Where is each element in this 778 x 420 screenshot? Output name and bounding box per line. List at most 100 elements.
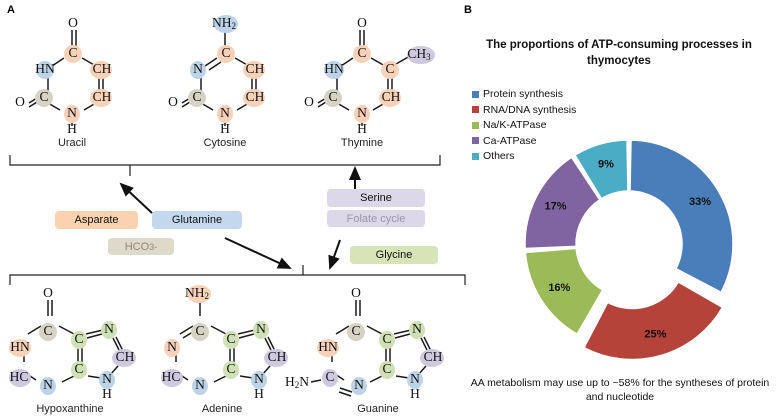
svg-text:HC: HC bbox=[162, 369, 181, 384]
svg-text:N: N bbox=[67, 105, 77, 120]
purine-bracket bbox=[9, 274, 466, 285]
molecule-label-thymine: Thymine bbox=[341, 137, 383, 149]
molecule-thymine: O C HN C C CH N H O CH3 Thymine bbox=[304, 15, 435, 149]
svg-text:N: N bbox=[102, 371, 112, 386]
legend-swatch-icon bbox=[472, 121, 479, 129]
molecule-label-hypoxanthine: Hypoxanthine bbox=[36, 403, 103, 415]
donut-slice-label: 33% bbox=[689, 196, 711, 208]
molecule-label-uracil: Uracil bbox=[58, 137, 86, 149]
svg-text:C: C bbox=[74, 331, 83, 346]
svg-text:C: C bbox=[226, 361, 235, 376]
tag-glycine: Glycine bbox=[350, 246, 438, 264]
donut-slice-protein-synthesis bbox=[629, 139, 734, 294]
panel-b-letter: B bbox=[464, 4, 472, 16]
tag-asparate: Asparate bbox=[55, 211, 138, 229]
svg-text:O: O bbox=[168, 94, 178, 109]
molecule-hypoxanthine: O C HN C C N CH N H HC N Hypoxanthine bbox=[9, 285, 136, 415]
svg-text:C: C bbox=[325, 369, 334, 384]
svg-text:N: N bbox=[412, 321, 422, 336]
svg-text:C: C bbox=[382, 331, 391, 346]
donut-slice-others bbox=[573, 139, 629, 200]
svg-text:N: N bbox=[220, 105, 230, 120]
panel-a: A O C HN bbox=[7, 4, 466, 415]
svg-text:C: C bbox=[385, 61, 394, 76]
donut-slice-label: 17% bbox=[544, 200, 566, 212]
svg-text:HN: HN bbox=[318, 339, 338, 354]
svg-text:H: H bbox=[357, 121, 367, 136]
legend-label: RNA/DNA synthesis bbox=[483, 103, 577, 116]
molecule-guanine: O C HN C C N CH N H C N H2N Guanine bbox=[285, 285, 444, 415]
legend-item: Ca-ATPase bbox=[472, 135, 576, 147]
molecule-label-adenine: Adenine bbox=[202, 403, 242, 415]
svg-text:H: H bbox=[410, 386, 420, 401]
svg-text:NH2: NH2 bbox=[212, 15, 236, 31]
svg-text:C: C bbox=[74, 361, 83, 376]
legend-label: Ca-ATPase bbox=[483, 134, 537, 147]
svg-text:C: C bbox=[382, 361, 391, 376]
legend-label: Protein synthesis bbox=[483, 88, 563, 100]
legend-item: Protein synthesis bbox=[472, 88, 576, 100]
donut-slice-label: 25% bbox=[644, 329, 666, 341]
arrow-to-pyrimidines bbox=[119, 182, 153, 214]
legend-item: Others bbox=[472, 150, 576, 162]
svg-text:N: N bbox=[410, 371, 420, 386]
svg-text:H2N: H2N bbox=[285, 374, 309, 390]
legend-swatch-icon bbox=[472, 137, 479, 144]
svg-text:CH: CH bbox=[246, 61, 265, 76]
svg-text:O: O bbox=[351, 285, 361, 300]
svg-text:C: C bbox=[226, 331, 235, 346]
svg-text:N: N bbox=[104, 321, 114, 336]
donut-slice-labels: 33%25%16%17%9% bbox=[544, 159, 711, 341]
svg-text:CH: CH bbox=[268, 349, 287, 364]
chart-legend: Protein synthesis RNA/DNA synthesis Na/K… bbox=[472, 88, 576, 166]
tag-folate: Folate cycle bbox=[327, 210, 425, 227]
svg-text:H: H bbox=[220, 121, 230, 136]
svg-text:N: N bbox=[193, 61, 203, 76]
svg-text:HC: HC bbox=[10, 369, 29, 384]
svg-text:H: H bbox=[102, 386, 112, 401]
donut-slice-ca-atpase bbox=[524, 156, 601, 250]
svg-text:N: N bbox=[167, 339, 177, 354]
svg-text:N: N bbox=[254, 371, 264, 386]
svg-text:C: C bbox=[43, 323, 52, 338]
svg-text:N: N bbox=[195, 377, 205, 392]
svg-text:N: N bbox=[256, 321, 266, 336]
svg-text:C: C bbox=[351, 323, 360, 338]
panel-a-diagram: O C HN CH C CH N H O Uracil bbox=[9, 15, 466, 415]
svg-text:O: O bbox=[304, 94, 314, 109]
svg-text:N: N bbox=[357, 105, 367, 120]
svg-text:O: O bbox=[15, 94, 25, 109]
svg-text:C: C bbox=[328, 89, 337, 104]
svg-text:C: C bbox=[221, 45, 230, 60]
pyrimidine-bracket bbox=[9, 155, 441, 166]
donut-slice-na-k-atpase bbox=[524, 247, 604, 336]
legend-item: Na/K-ATPase bbox=[472, 119, 576, 131]
svg-text:C: C bbox=[192, 89, 201, 104]
legend-swatch-icon bbox=[472, 152, 479, 160]
arrow-to-purines bbox=[224, 237, 292, 269]
svg-text:HN: HN bbox=[10, 339, 30, 354]
tag-glutamine: Glutamine bbox=[152, 211, 242, 229]
svg-text:CH: CH bbox=[246, 89, 265, 104]
molecule-label-guanine: Guanine bbox=[357, 403, 399, 415]
svg-text:O: O bbox=[68, 15, 78, 30]
svg-text:N: N bbox=[354, 377, 364, 392]
svg-text:CH3: CH3 bbox=[407, 46, 431, 62]
svg-text:CH: CH bbox=[116, 349, 135, 364]
svg-text:C: C bbox=[195, 323, 204, 338]
panel-a-letter: A bbox=[7, 4, 15, 16]
molecule-label-cytosine: Cytosine bbox=[204, 137, 247, 149]
svg-text:CH: CH bbox=[424, 349, 443, 364]
svg-text:H: H bbox=[254, 386, 264, 401]
svg-text:HN: HN bbox=[324, 61, 344, 76]
molecule-adenine: NH2 C N C C N CH N H HC N Adenine bbox=[161, 285, 288, 415]
svg-text:C: C bbox=[68, 45, 77, 60]
svg-text:CH: CH bbox=[93, 89, 112, 104]
donut-slice-rna-dna-synthesis bbox=[582, 280, 724, 361]
legend-swatch-icon bbox=[472, 106, 479, 113]
legend-label: Others bbox=[483, 150, 515, 162]
svg-text:C: C bbox=[39, 89, 48, 104]
svg-text:N: N bbox=[43, 377, 53, 392]
molecule-uracil: O C HN CH C CH N H O Uracil bbox=[15, 15, 112, 149]
molecule-cytosine: NH2 C N CH C CH N H O Cytosine bbox=[168, 15, 265, 149]
